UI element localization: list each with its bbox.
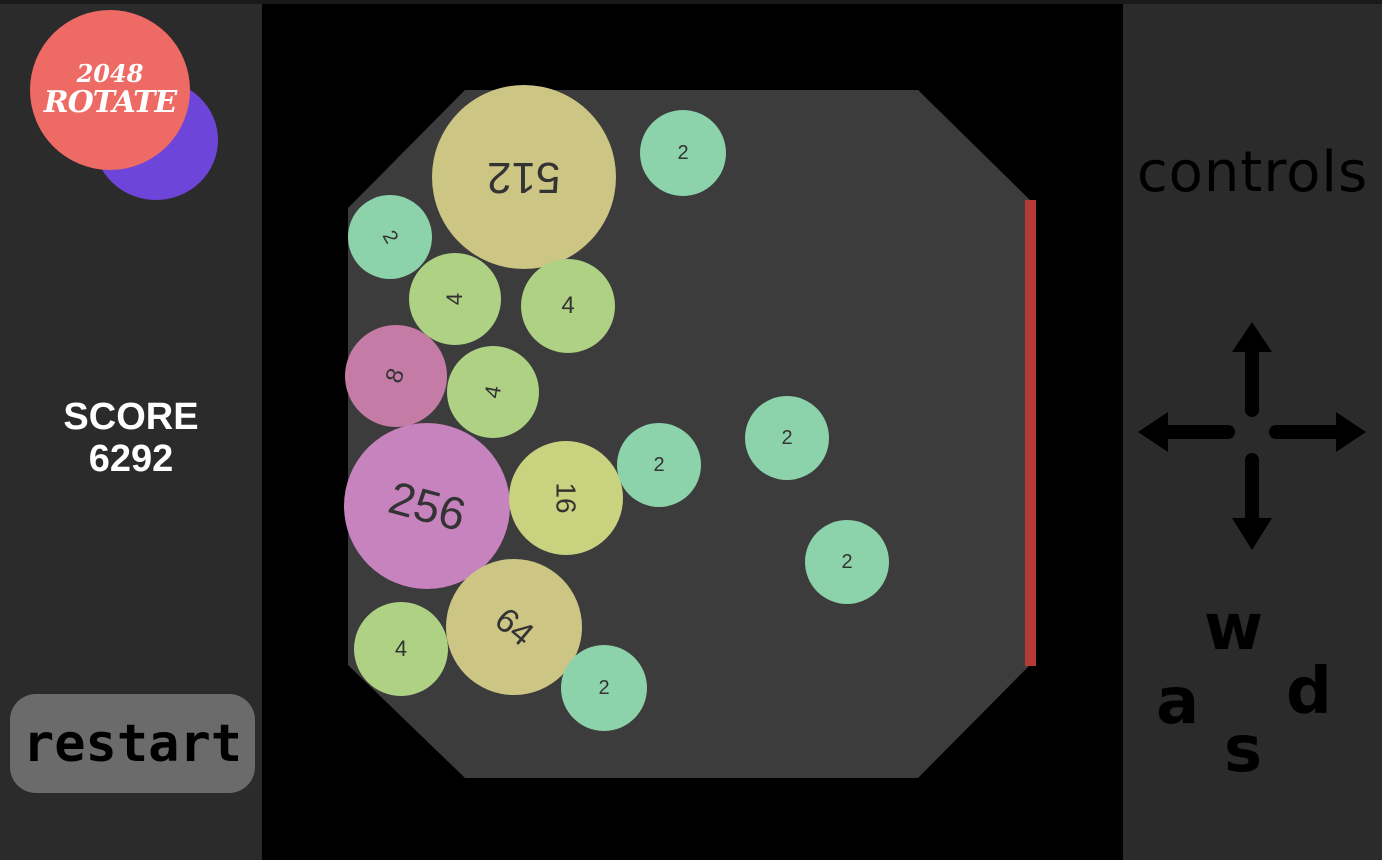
ball-value: 2 xyxy=(841,550,853,573)
ball-value: 4 xyxy=(394,636,408,661)
ball-value: 4 xyxy=(479,383,506,401)
ball-value: 4 xyxy=(561,292,575,319)
ball-4: 4 xyxy=(521,259,615,353)
logo-line-1: 2048 xyxy=(76,59,144,88)
ball-4: 4 xyxy=(354,602,448,696)
score-value: 6292 xyxy=(88,438,174,480)
arrow-heads xyxy=(1138,322,1366,550)
board-red-wall xyxy=(1025,200,1036,666)
key-w: w xyxy=(1204,591,1264,665)
ball-4: 4 xyxy=(409,253,501,345)
logo-front-circle: 2048 ROTATE xyxy=(30,10,190,170)
ball-value: 512 xyxy=(487,153,561,202)
ball-value: 2 xyxy=(653,453,665,476)
ball-value: 2 xyxy=(598,676,610,699)
ball-value: 2 xyxy=(378,226,403,248)
ball-2: 2 xyxy=(617,423,701,507)
ball-value: 2 xyxy=(677,141,689,164)
key-s: s xyxy=(1224,713,1263,787)
ball-value: 4 xyxy=(442,292,467,306)
ball-4: 4 xyxy=(447,346,539,438)
ball-2: 2 xyxy=(805,520,889,604)
ball-value: 256 xyxy=(383,470,471,542)
ball-16: 16 xyxy=(509,441,623,555)
ball-512: 512 xyxy=(432,85,616,269)
arrow-keys-diagram xyxy=(1138,322,1366,550)
top-border xyxy=(0,0,1382,4)
ball-2: 2 xyxy=(561,645,647,731)
score-display: SCORE 6292 xyxy=(0,396,262,480)
game-logo: 2048 ROTATE xyxy=(30,10,220,200)
ball-64: 64 xyxy=(446,559,582,695)
key-a: a xyxy=(1156,665,1200,739)
ball-value: 64 xyxy=(487,599,542,654)
ball-8: 8 xyxy=(345,325,447,427)
ball-value: 8 xyxy=(380,364,411,387)
ball-2: 2 xyxy=(640,110,726,196)
key-d: d xyxy=(1286,655,1332,729)
logo-line-2: ROTATE xyxy=(43,85,178,120)
ball-2: 2 xyxy=(745,396,829,480)
ball-2: 2 xyxy=(348,195,432,279)
ball-value: 2 xyxy=(781,426,793,449)
restart-button[interactable]: restart xyxy=(10,694,255,793)
ball-value: 16 xyxy=(551,482,582,514)
score-label: SCORE xyxy=(63,396,199,438)
controls-title: controls xyxy=(1136,140,1369,205)
ball-256: 256 xyxy=(344,423,510,589)
